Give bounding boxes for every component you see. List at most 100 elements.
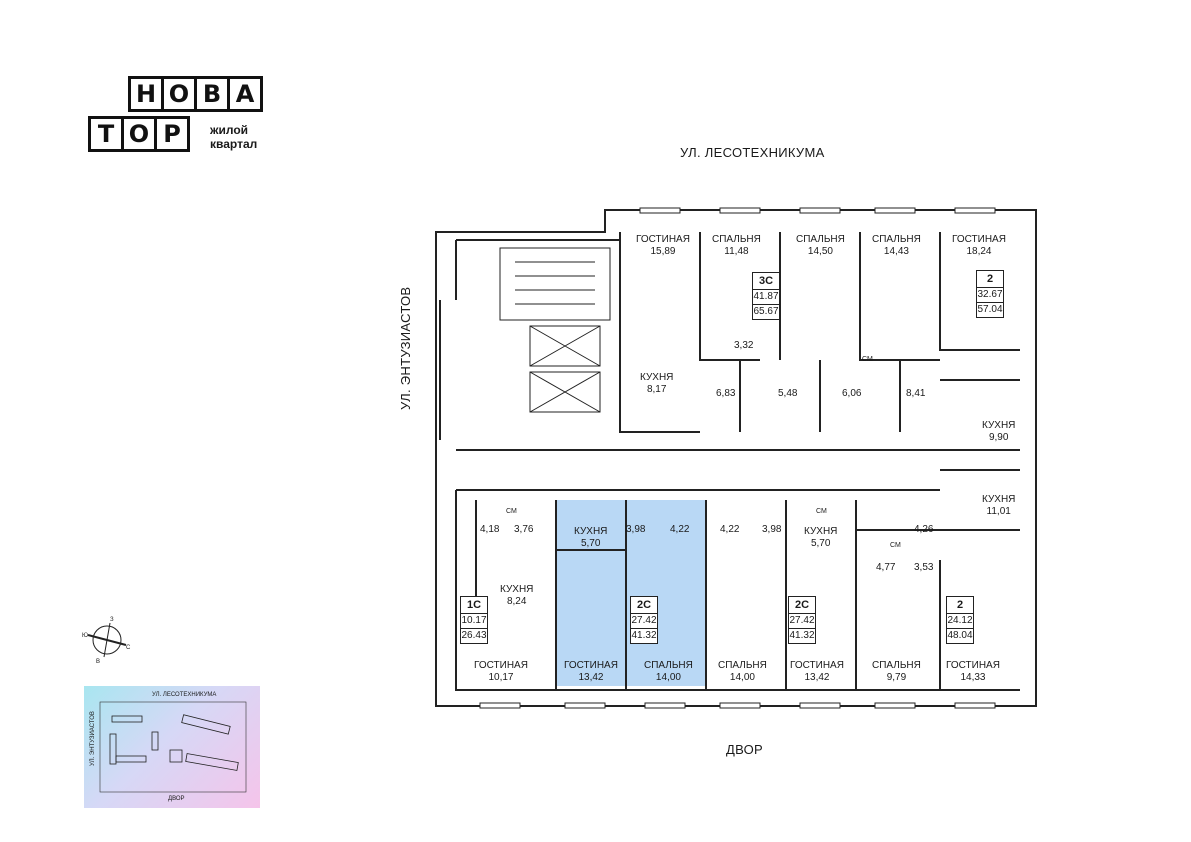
- inner-wall: [940, 379, 1020, 471]
- window: [954, 207, 996, 214]
- highlighted-apartment[interactable]: [556, 500, 706, 686]
- inner-wall: [779, 232, 1020, 361]
- logo: Н О В А Т О Р жилой квартал: [88, 76, 288, 160]
- window: [639, 207, 681, 214]
- area-value: 3,76: [514, 524, 534, 535]
- apartment-total-area: 48.04: [947, 630, 973, 641]
- area-value: 4,22: [670, 524, 690, 535]
- compass-west: Ю: [82, 633, 89, 639]
- area-value: 3,53: [914, 562, 934, 573]
- apartment-living-area: 41.87: [753, 290, 779, 305]
- apartment-living-area: 10.17: [461, 614, 487, 629]
- inner-wall: [439, 239, 620, 440]
- apartment-code: 2: [977, 271, 1003, 288]
- compass-north: З: [110, 617, 114, 623]
- area-value: 4,26: [914, 524, 934, 535]
- compass-south: В: [96, 659, 101, 665]
- logo-letter: Р: [154, 116, 190, 152]
- logo-subtitle-line: жилой: [210, 123, 249, 137]
- logo-subtitle-line: квартал: [210, 137, 258, 151]
- apartment-code: 1С: [461, 597, 487, 614]
- inner-wall: [556, 529, 1020, 551]
- area-value: 5,48: [778, 388, 798, 399]
- apartment-badge[interactable]: 2 32.67 57.04: [976, 270, 1004, 318]
- fixture-label: СМ: [506, 508, 517, 515]
- apartment-code: 3С: [753, 273, 779, 290]
- window: [954, 702, 996, 709]
- apartment-total-area: 41.32: [789, 630, 815, 641]
- area-value: 6,83: [716, 388, 736, 399]
- apartment-code: 2С: [631, 597, 657, 614]
- apartment-living-area: 27.42: [789, 614, 815, 629]
- compass-icon: [87, 622, 127, 658]
- fixture-label: СМ: [816, 508, 827, 515]
- compass-east: С: [126, 645, 131, 651]
- area-value: 8,41: [906, 388, 926, 399]
- apartment-badge[interactable]: 2 24.12 48.04: [946, 596, 974, 644]
- window: [799, 207, 841, 214]
- street-top-label: УЛ. ЛЕСОТЕХНИКУМА: [680, 145, 825, 160]
- apartment-living-area: 32.67: [977, 288, 1003, 303]
- compass: З С В Ю: [82, 615, 132, 665]
- fixture-label: СМ: [862, 356, 873, 363]
- window: [564, 702, 606, 709]
- window: [719, 207, 761, 214]
- apartment-code: 2С: [789, 597, 815, 614]
- apartment-total-area: 57.04: [977, 304, 1003, 315]
- area-value: 4,18: [480, 524, 500, 535]
- area-value: 4,77: [876, 562, 896, 573]
- area-value: 4,22: [720, 524, 740, 535]
- site-minimap: УЛ. ЛЕСОТЕХНИКУМА УЛ. ЭНТУЗИАСТОВ ДВОР: [84, 686, 260, 808]
- apartment-badge[interactable]: 2С 27.42 41.32: [630, 596, 658, 644]
- apartment-total-area: 65.67: [753, 306, 779, 317]
- elevator: [529, 325, 601, 367]
- logo-letter: А: [227, 76, 263, 112]
- elevator: [529, 371, 601, 413]
- area-value: 3,98: [762, 524, 782, 535]
- apartment-living-area: 27.42: [631, 614, 657, 629]
- apartment-living-area: 24.12: [947, 614, 973, 629]
- apartment-badge[interactable]: 2С 27.42 41.32: [788, 596, 816, 644]
- apartment-total-area: 41.32: [631, 630, 657, 641]
- minimap-buildings: [99, 701, 247, 793]
- window: [874, 702, 916, 709]
- apartment-badge[interactable]: 1С 10.17 26.43: [460, 596, 488, 644]
- minimap-top-label: УЛ. ЛЕСОТЕХНИКУМА: [152, 692, 217, 698]
- area-value: 3,32: [734, 340, 754, 351]
- street-bottom-label: ДВОР: [726, 742, 764, 757]
- fixture-label: СМ: [890, 542, 901, 549]
- apartment-badge[interactable]: 3С 41.87 65.67: [752, 272, 780, 320]
- area-value: 3,98: [626, 524, 646, 535]
- outer-wall: [435, 209, 1037, 707]
- inner-wall: [625, 500, 941, 690]
- stairwell: [499, 247, 611, 321]
- apartment-code: 2: [947, 597, 973, 614]
- inner-wall: [739, 360, 901, 432]
- window: [719, 702, 761, 709]
- area-value: 6,06: [842, 388, 862, 399]
- window: [644, 702, 686, 709]
- window: [479, 702, 521, 709]
- window: [799, 702, 841, 709]
- minimap-bottom-label: ДВОР: [168, 796, 185, 802]
- logo-subtitle: жилой квартал: [210, 123, 257, 151]
